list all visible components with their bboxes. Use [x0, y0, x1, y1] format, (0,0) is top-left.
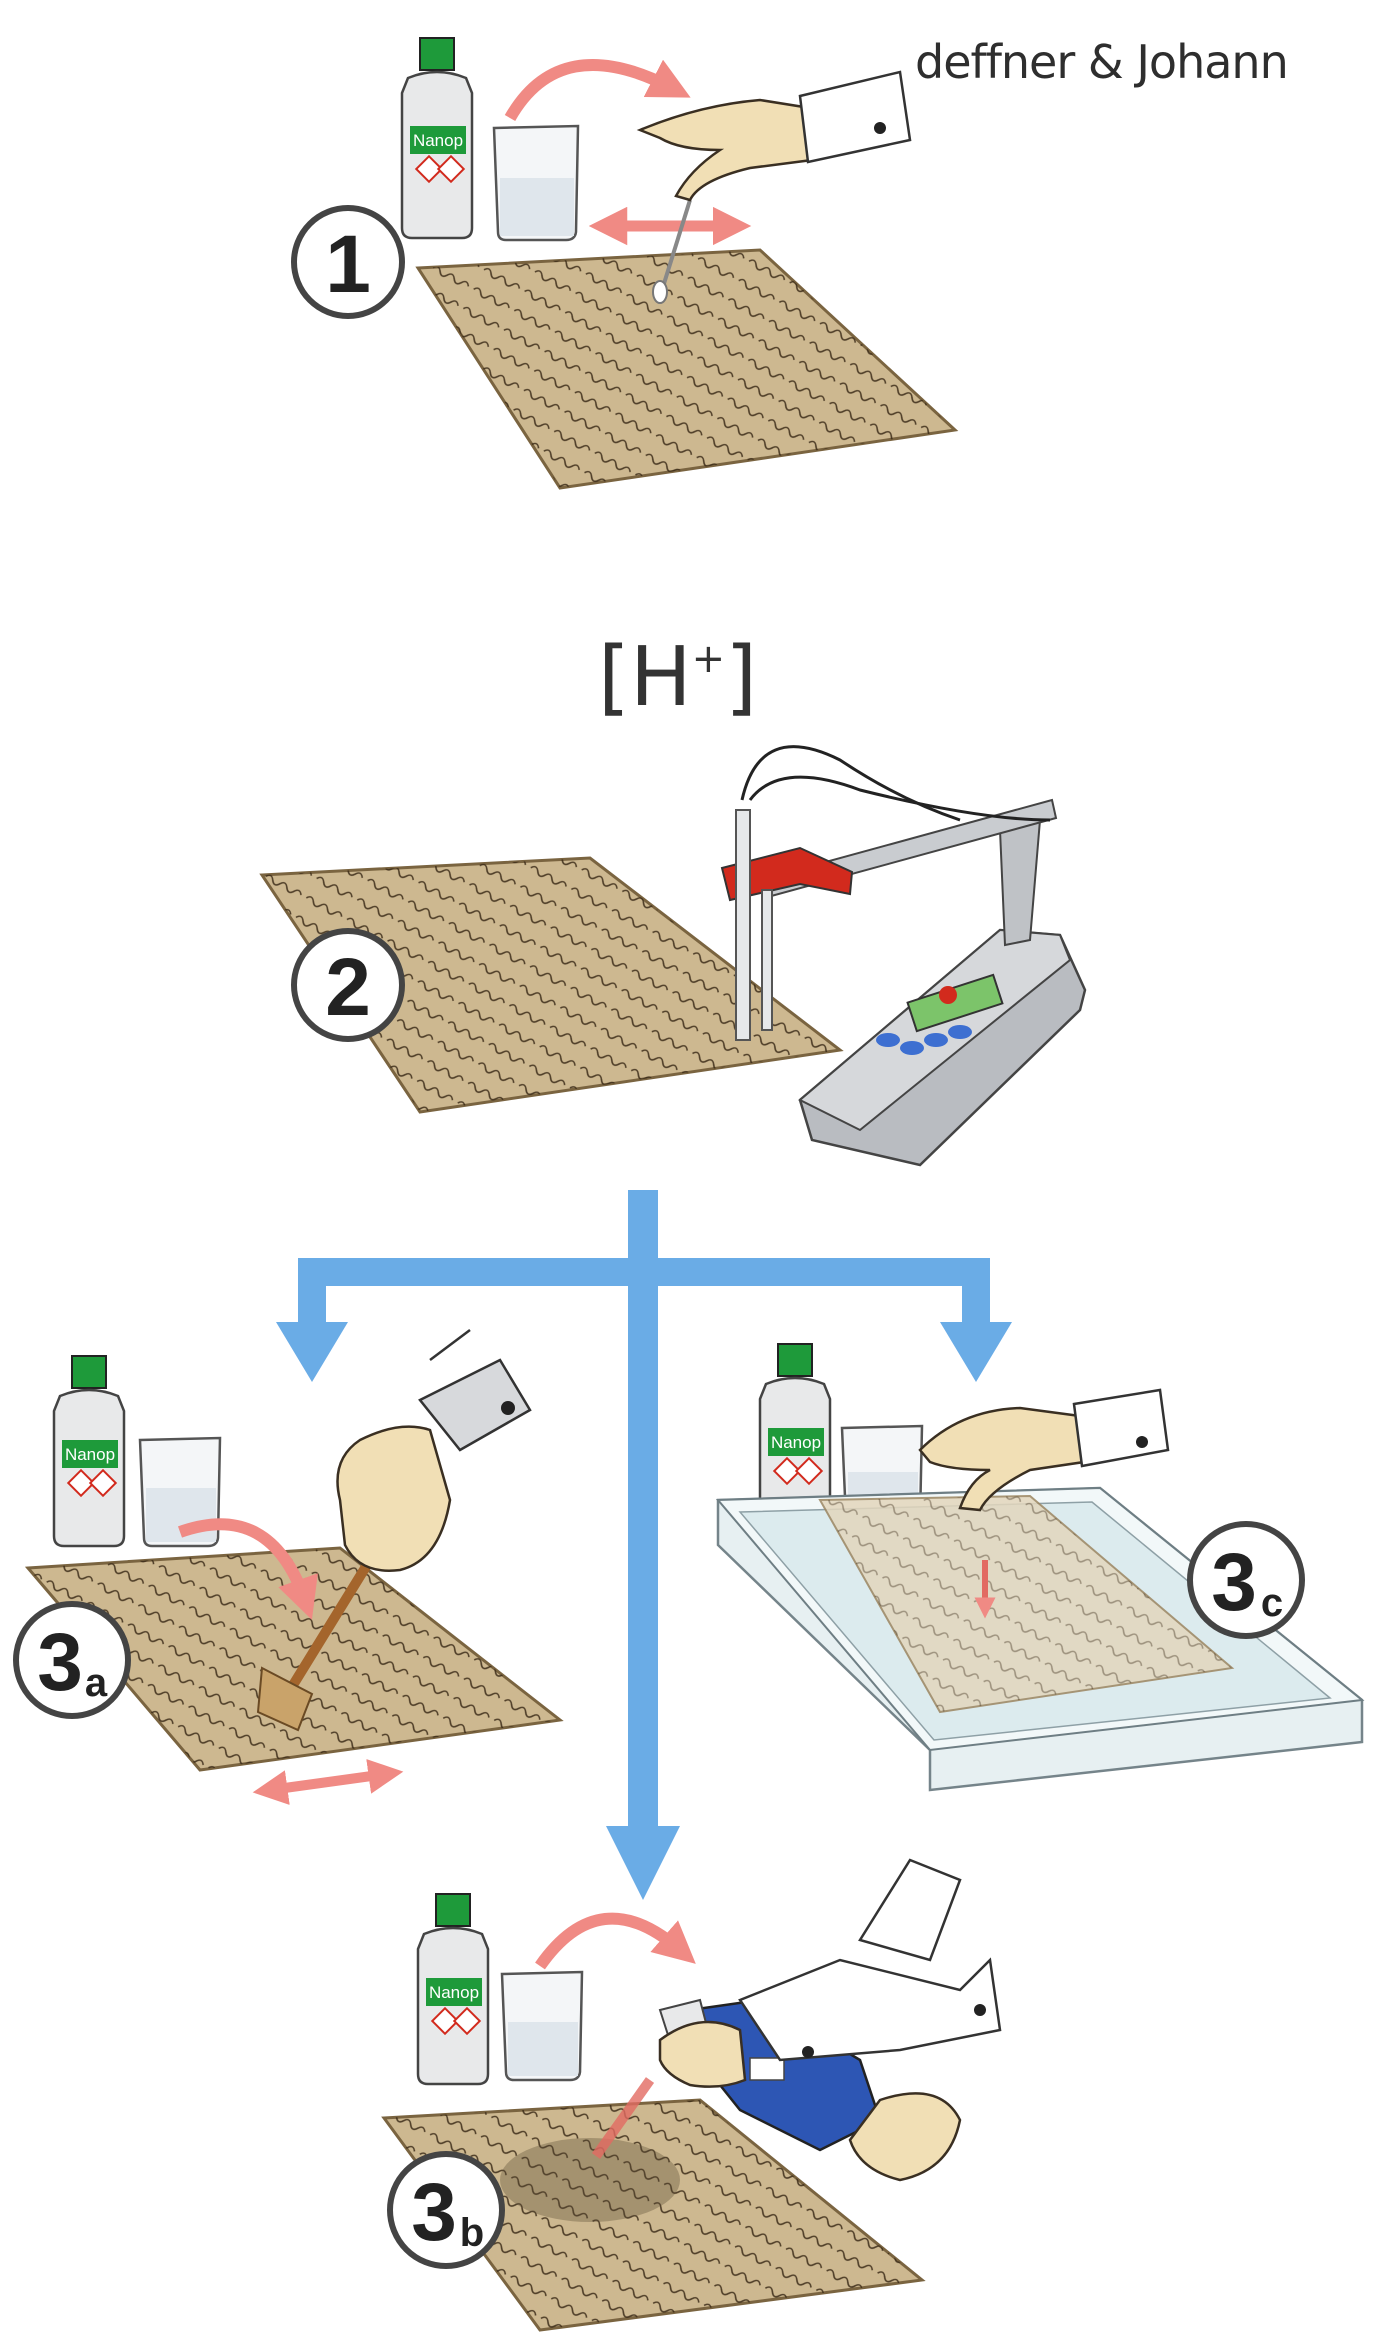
step-1-group: Nanop 1 — [294, 38, 955, 488]
transfer-arrow-1 — [510, 65, 672, 118]
step-3a-number: 3 — [37, 1617, 83, 1708]
step-1-number: 1 — [325, 219, 371, 310]
bottle-label-3c: Nanop — [771, 1433, 821, 1452]
arrow-head-3c — [940, 1322, 1012, 1382]
arrow-head-3a — [276, 1322, 348, 1382]
bottle-label-1: Nanop — [413, 131, 463, 150]
step-1-badge: 1 — [294, 208, 402, 316]
beaker-1 — [494, 126, 578, 240]
step-3b-subscript: b — [460, 2211, 484, 2255]
transfer-arrow-3b — [540, 1919, 680, 1966]
step-3c-subscript: c — [1261, 1581, 1283, 1625]
beaker-3b — [502, 1972, 582, 2080]
step-3c-group: Nanop — [718, 1344, 1362, 1790]
bottle-label-3a: Nanop — [65, 1445, 115, 1464]
bottle-label-3b: Nanop — [429, 1983, 479, 2002]
nanop-bottle-1: Nanop — [402, 38, 472, 238]
manuscript-paper-1 — [418, 250, 955, 488]
step-3a-subscript: a — [85, 1661, 108, 1705]
step-2-number: 2 — [325, 942, 371, 1033]
nanop-bottle-3b: Nanop — [418, 1894, 488, 2084]
ph-meter — [722, 747, 1085, 1165]
step-3c-number: 3 — [1211, 1537, 1257, 1628]
step-3b-group: Nanop — [384, 1860, 1000, 2330]
step-3b-badge: 3 b — [390, 2154, 502, 2266]
step-2-badge: 2 — [294, 931, 402, 1039]
step-3c-badge: 3 c — [1190, 1524, 1302, 1636]
step-2-group: 2 — [262, 747, 1085, 1165]
step-3b-number: 3 — [411, 2167, 457, 2258]
arrow-head-3b — [606, 1826, 680, 1900]
step-3a-group: Nanop 3 a — [16, 1330, 560, 1790]
brush-motion-arrow — [270, 1774, 386, 1790]
nanop-bottle-3a: Nanop — [54, 1356, 124, 1546]
step-3a-badge: 3 a — [16, 1604, 128, 1716]
